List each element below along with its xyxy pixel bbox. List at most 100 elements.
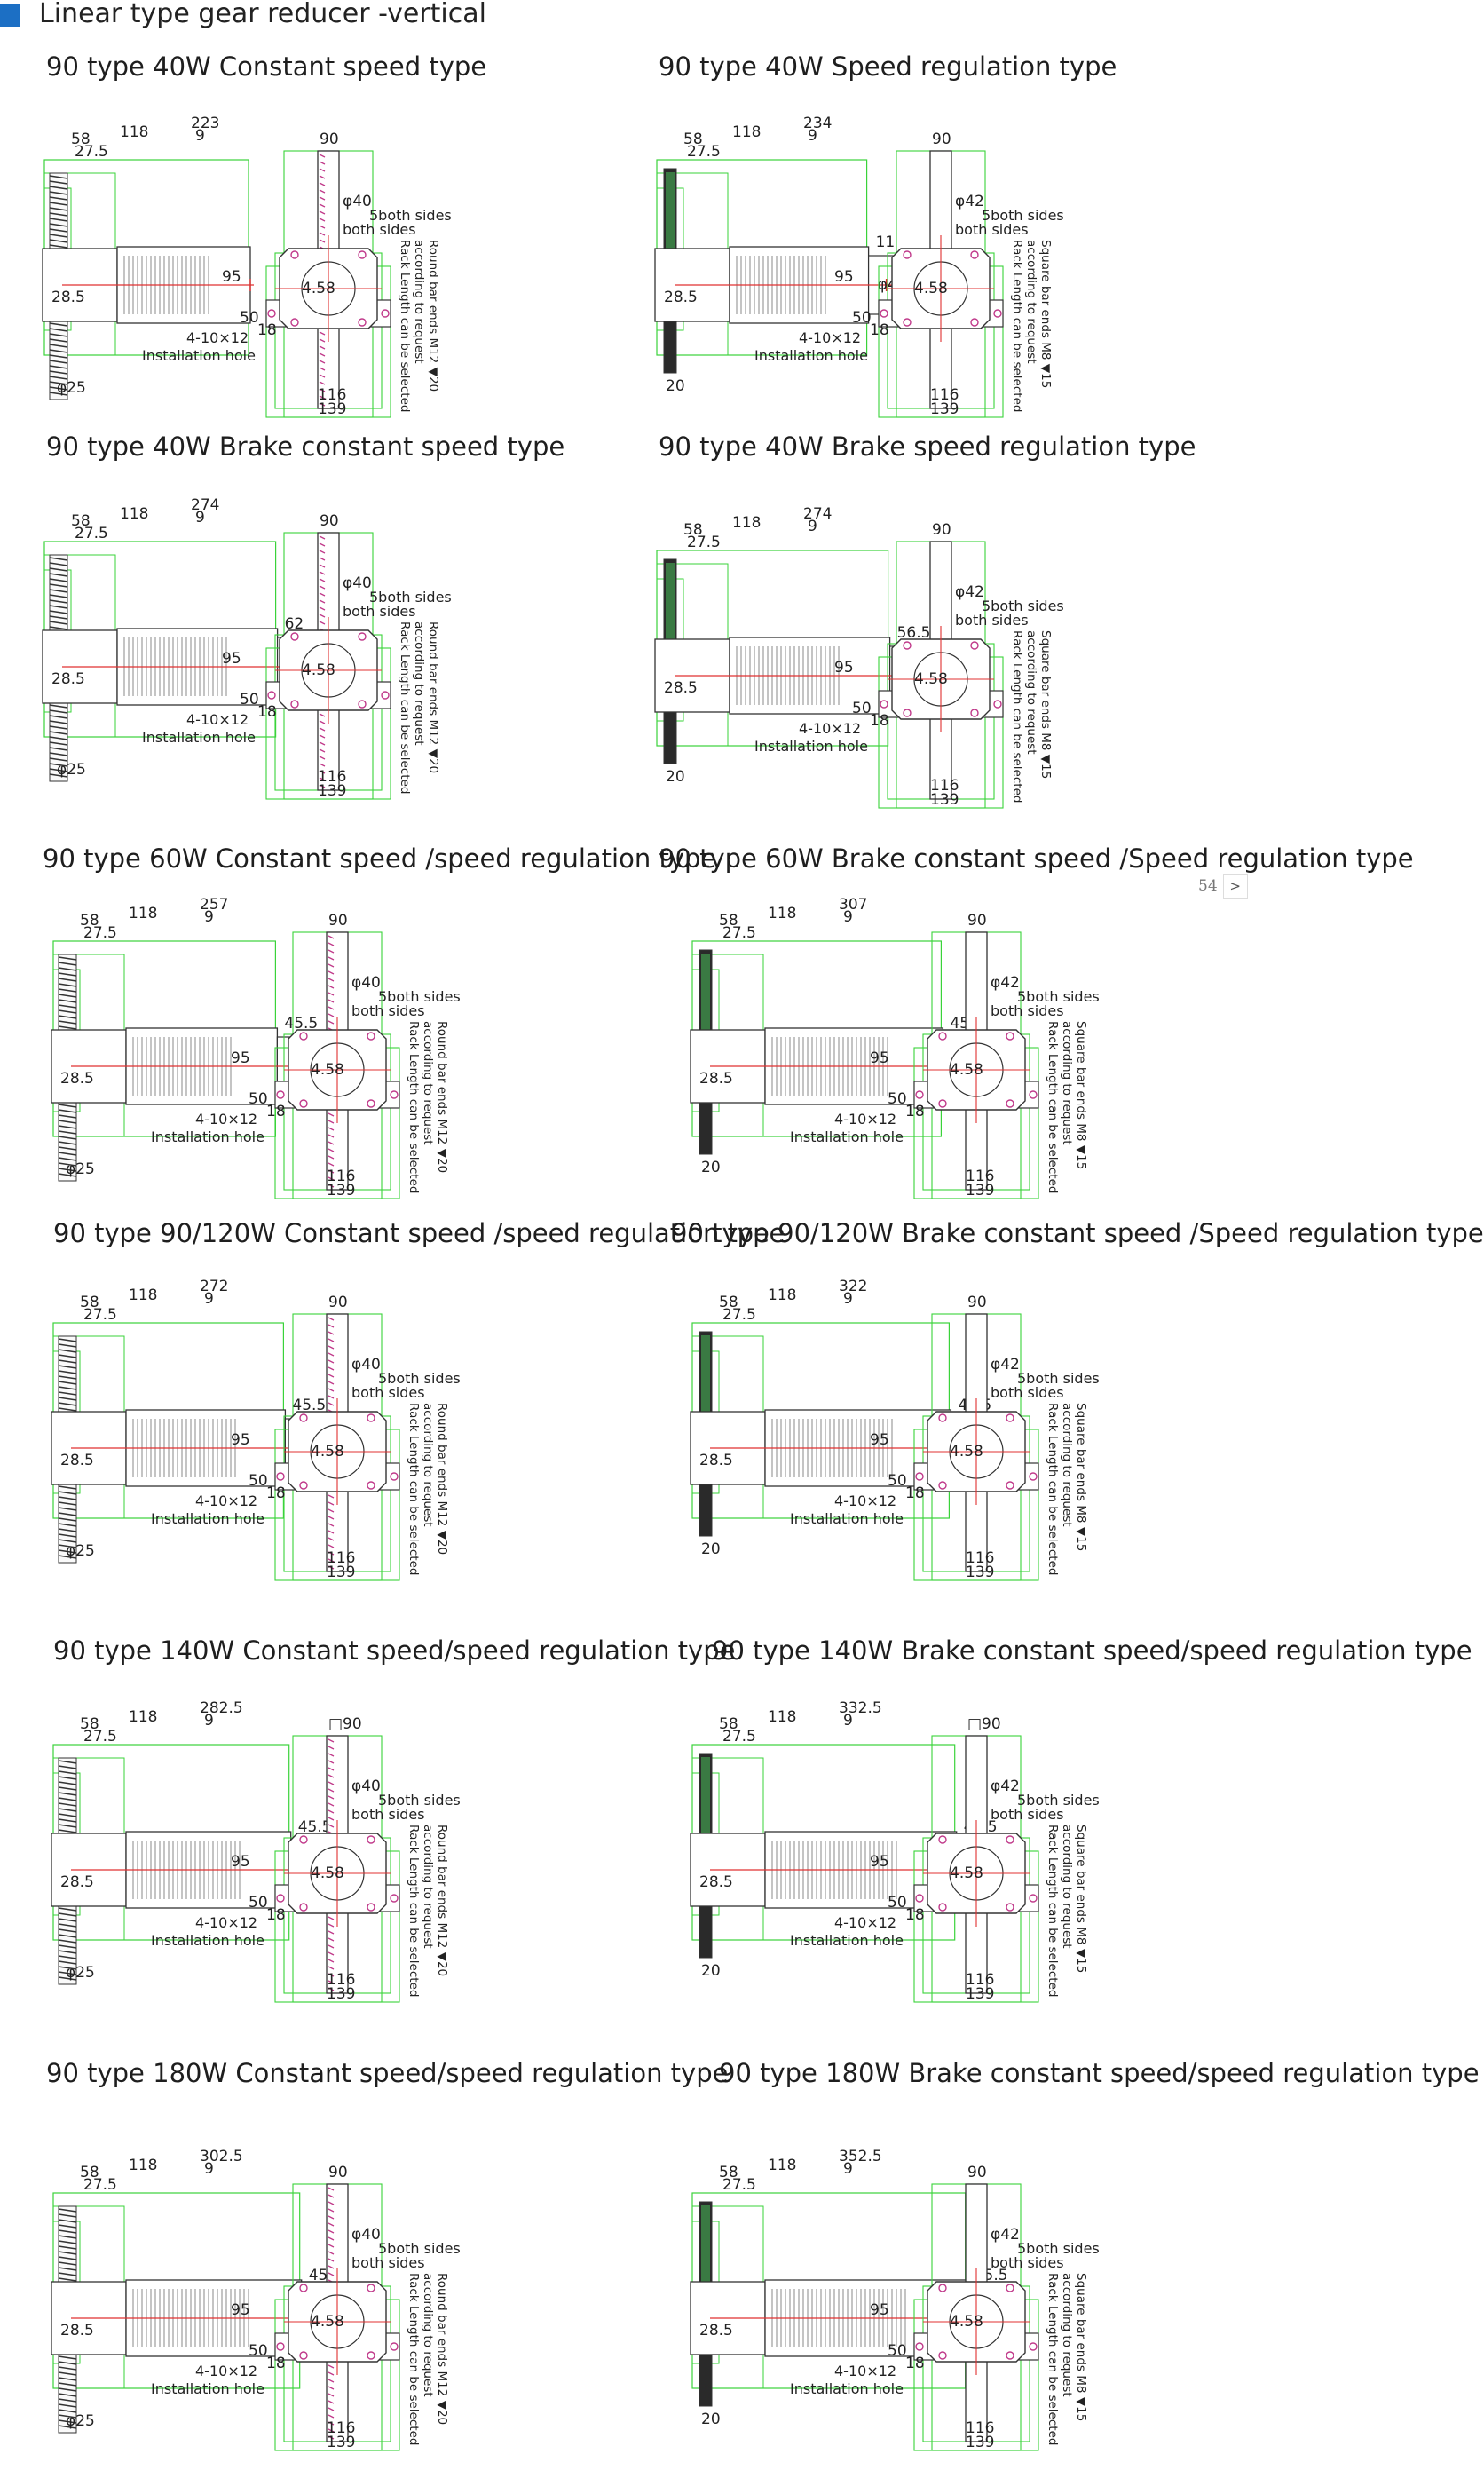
mounting-hole — [267, 309, 276, 318]
spring-coil — [58, 972, 77, 977]
dimension-label: 4.58 — [311, 1061, 344, 1079]
dimension-label: 50 — [249, 2342, 268, 2360]
dimension-label: 18 — [905, 1906, 925, 1924]
rack-tooth — [328, 1781, 335, 1785]
dimension-label: 18 — [266, 1103, 286, 1120]
rack-tooth — [328, 1809, 335, 1814]
rack-tooth — [319, 763, 326, 767]
mounting-hole — [381, 691, 390, 700]
dimension-label: 116 — [327, 1168, 355, 1185]
rack-tooth — [328, 2229, 335, 2234]
spring-coil — [49, 557, 68, 561]
section-title: 90 type 90/120W Constant speed /speed re… — [53, 1218, 785, 1248]
spring-coil — [49, 228, 68, 233]
dimension-label: 139 — [966, 2434, 994, 2451]
spring-coil — [49, 610, 68, 614]
bolt-hole — [1006, 2351, 1014, 2360]
dimension-label: Rack Length can be selected — [1046, 1403, 1060, 1575]
dimension-label: 50 — [852, 309, 872, 327]
dimension-label: 90 — [932, 131, 951, 148]
spring-coil — [58, 1955, 77, 1959]
dimension-label: 116 — [966, 2419, 994, 2437]
dimension-label: 118 — [120, 123, 148, 141]
dimension-label: 9 — [195, 127, 205, 145]
bolt-hole — [290, 250, 299, 259]
dimension-label: 5both sides — [1017, 1792, 1100, 1809]
dimension-label: according to request — [1024, 630, 1038, 755]
mounting-hole — [915, 1090, 924, 1099]
mounting-hole — [1029, 1472, 1038, 1481]
rack-tooth — [328, 1987, 335, 1991]
bolt-hole — [290, 700, 299, 709]
spring-coil — [49, 763, 68, 767]
rack-tooth — [319, 154, 326, 158]
spring-coil — [49, 191, 68, 195]
dimension-label: Round bar ends M12 ▼20 — [435, 1403, 449, 1555]
rack-tooth — [319, 756, 326, 760]
dimension-label: 28.5 — [664, 289, 698, 306]
dimension-label: 50 — [888, 1472, 907, 1490]
dimension-label: 50 — [888, 1090, 907, 1108]
spring-coil — [58, 2371, 77, 2376]
rack-tooth — [328, 1112, 335, 1117]
dimension-label: 50 — [888, 1894, 907, 1912]
rack-tooth — [328, 2407, 335, 2411]
dimension-label: 5both sides — [378, 1792, 461, 1809]
dimension-label: 116 — [966, 1168, 994, 1185]
dimension-label: Square bar ends M8 ▼15 — [1074, 1403, 1088, 1551]
dimension-label: 95 — [231, 2301, 250, 2319]
dimension-label: both sides — [955, 221, 1029, 238]
dimension-label: according to request — [421, 2273, 435, 2397]
bolt-hole — [970, 250, 979, 259]
spring-coil — [49, 741, 68, 746]
spring-coil — [49, 594, 68, 598]
spring-coil — [58, 2355, 77, 2360]
dimension-label: 5both sides — [982, 598, 1064, 614]
dimension-label: 9 — [843, 2160, 853, 2178]
dimension-label: 58 — [71, 512, 91, 530]
spring-coil — [58, 1950, 77, 1954]
spring-coil — [58, 1104, 77, 1108]
dimension-label: Square bar ends M8 ▼15 — [1038, 240, 1053, 388]
bolt-hole — [290, 318, 299, 327]
rack-tooth — [328, 2414, 335, 2419]
rack-tooth — [319, 585, 326, 590]
bolt-hole — [938, 1032, 947, 1041]
bolt-hole — [938, 1903, 947, 1912]
rack-tooth — [328, 1381, 335, 1385]
rack-tooth — [328, 1930, 335, 1935]
dimension-label: both sides — [343, 603, 416, 620]
dimension-label: 90 — [967, 1294, 987, 1311]
rack-tooth — [328, 2400, 335, 2404]
bolt-hole — [367, 1835, 375, 1844]
spring-coil — [49, 704, 68, 709]
dimension-label: Rack Length can be selected — [407, 1021, 421, 1193]
dimension-label: 28.5 — [60, 1873, 94, 1891]
dimension-label: 4.58 — [302, 661, 335, 679]
spring-coil — [58, 1130, 77, 1135]
spring-coil — [58, 1824, 77, 1828]
dimension-label: 139 — [327, 1985, 355, 2003]
dimension-label: 139 — [930, 400, 959, 418]
next-page-button[interactable]: > — [1222, 874, 1248, 899]
rack-tooth — [328, 2428, 335, 2433]
spring-coil — [49, 757, 68, 762]
dimension-label: 27.5 — [83, 1728, 117, 1746]
spring-coil — [58, 988, 77, 993]
dimension-label: 4-10×12 — [834, 1111, 896, 1128]
dimension-label: 118 — [129, 2157, 157, 2174]
rack-tooth — [319, 741, 326, 746]
rack-tooth — [319, 571, 326, 575]
section-title: 90 type 60W Brake constant speed /Speed … — [659, 843, 1414, 874]
dimension-label: 95 — [231, 1049, 250, 1067]
rack-tooth — [328, 1565, 335, 1570]
dimension-label: 28.5 — [699, 1070, 733, 1088]
spring-coil — [58, 1397, 77, 1401]
rack-tooth — [319, 345, 326, 350]
rack-tooth — [328, 1141, 335, 1145]
spring-coil — [58, 1918, 77, 1922]
mounting-hole — [390, 1472, 399, 1481]
